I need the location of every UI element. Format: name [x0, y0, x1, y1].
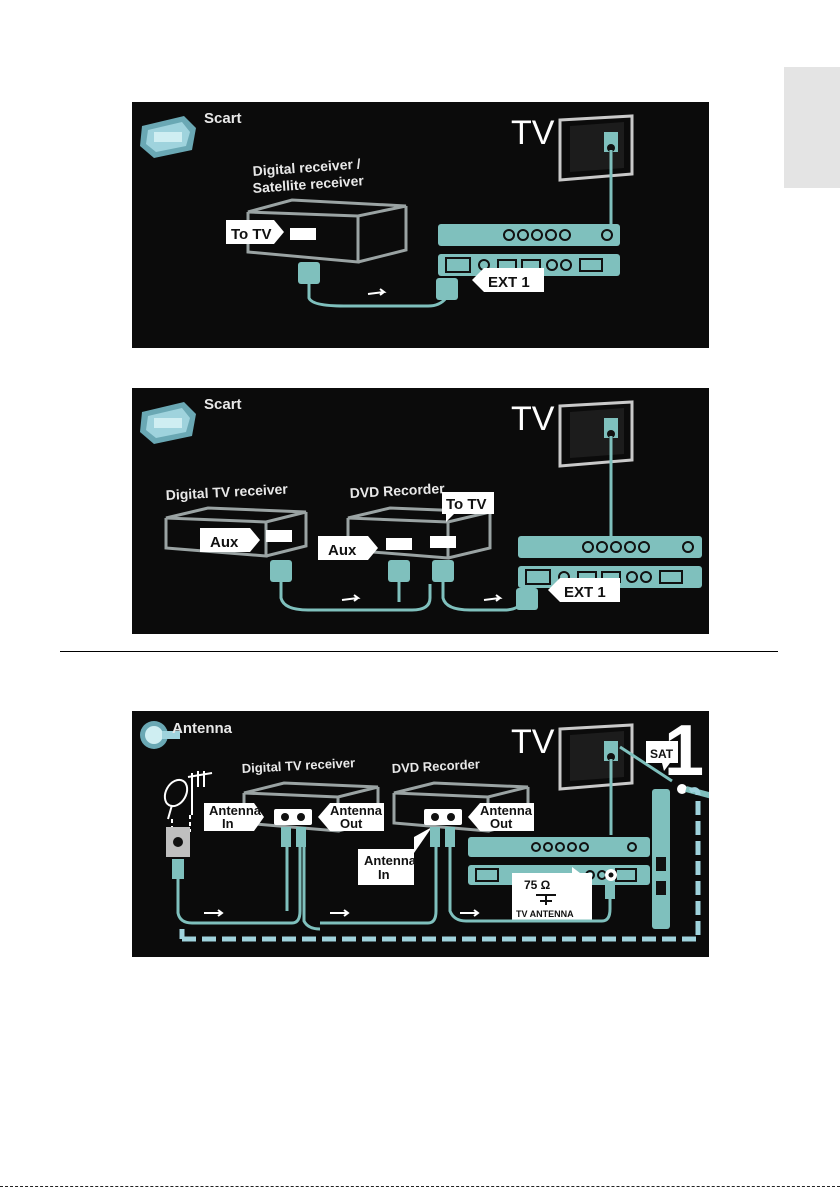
diagram-title: Antenna	[172, 720, 233, 737]
sat-port	[677, 784, 687, 794]
svg-text:EXT 1: EXT 1	[564, 584, 606, 601]
svg-text:EXT 1: EXT 1	[488, 274, 530, 291]
scart-port-to-tv	[430, 536, 456, 548]
svg-text:Out: Out	[340, 816, 363, 831]
scart-plug-tv	[516, 588, 538, 610]
tag-75-ohm: 75 Ω TV ANTENNA	[512, 867, 592, 921]
svg-text:Aux: Aux	[210, 534, 239, 551]
page-bottom-border	[0, 1186, 840, 1187]
tv-label: TV	[511, 400, 555, 438]
section-tab	[784, 67, 840, 188]
svg-text:In: In	[222, 816, 234, 831]
diagram-title: Scart	[204, 110, 242, 127]
scart-connector-icon	[140, 402, 196, 444]
device1-label: Digital TV receiver	[165, 481, 288, 503]
tag-antenna-out-2: Antenna Out	[468, 803, 534, 831]
tv-label: TV	[511, 114, 555, 152]
svg-text:75 Ω: 75 Ω	[524, 878, 551, 892]
scart-connector-icon	[140, 116, 196, 158]
scart-diagram-dvd-recorder: Scart TV Digital TV receiver	[132, 388, 709, 634]
coax-ports	[274, 809, 312, 825]
svg-text:In: In	[378, 867, 390, 882]
scart-plug-left	[298, 262, 320, 284]
tv-label: TV	[511, 723, 555, 761]
tv-connector-panel-upper	[468, 837, 650, 857]
tv-shape	[560, 402, 632, 536]
tag-aux-1: Aux	[200, 528, 260, 552]
coax-plug	[172, 859, 184, 879]
svg-text:Out: Out	[490, 816, 513, 831]
tag-ext1: EXT 1	[548, 578, 620, 602]
scart-cable-2	[399, 582, 522, 610]
device1-label: Digital TV receiver	[241, 755, 355, 776]
wall-socket-port	[173, 837, 183, 847]
svg-text:Aux: Aux	[328, 542, 357, 559]
scart-plug-right	[436, 278, 458, 300]
scart-port	[266, 530, 292, 542]
svg-text:SAT: SAT	[650, 747, 674, 761]
scart-diagram-receiver: Scart TV Digital receiver / Satellite re…	[132, 102, 709, 348]
svg-text:Antenna: Antenna	[364, 853, 417, 868]
tag-antenna-in-2: Antenna In	[358, 827, 432, 885]
scart-plug	[388, 560, 410, 582]
scart-cable	[309, 284, 446, 306]
device2-label: DVD Recorder	[391, 756, 480, 776]
section-divider	[60, 651, 778, 652]
antenna-diagram: Antenna TV 1 Digital TV receiver	[132, 711, 709, 957]
arrow-icon	[342, 595, 358, 601]
svg-text:To TV: To TV	[446, 496, 487, 513]
scart-plug	[432, 560, 454, 582]
tag-to-tv: To TV	[226, 220, 284, 244]
tag-antenna-in-1: Antenna In	[204, 803, 264, 831]
tag-ext1: EXT 1	[472, 268, 544, 292]
diagram-title: Scart	[204, 396, 242, 413]
arrow-icon	[368, 289, 384, 295]
device2-label: DVD Recorder	[349, 480, 445, 501]
svg-text:To TV: To TV	[231, 226, 272, 243]
tag-antenna-out-1: Antenna Out	[318, 803, 384, 831]
scart-plug	[270, 560, 292, 582]
satellite-dish-icon	[160, 776, 191, 819]
arrow-icon	[484, 595, 500, 601]
coax-ports	[424, 809, 462, 825]
svg-text:Antenna: Antenna	[209, 803, 262, 818]
scart-port	[290, 228, 316, 240]
svg-text:TV ANTENNA: TV ANTENNA	[516, 909, 574, 919]
tag-aux-2: Aux	[318, 536, 378, 560]
scart-port-aux	[386, 538, 412, 550]
tv-shape	[560, 116, 632, 224]
